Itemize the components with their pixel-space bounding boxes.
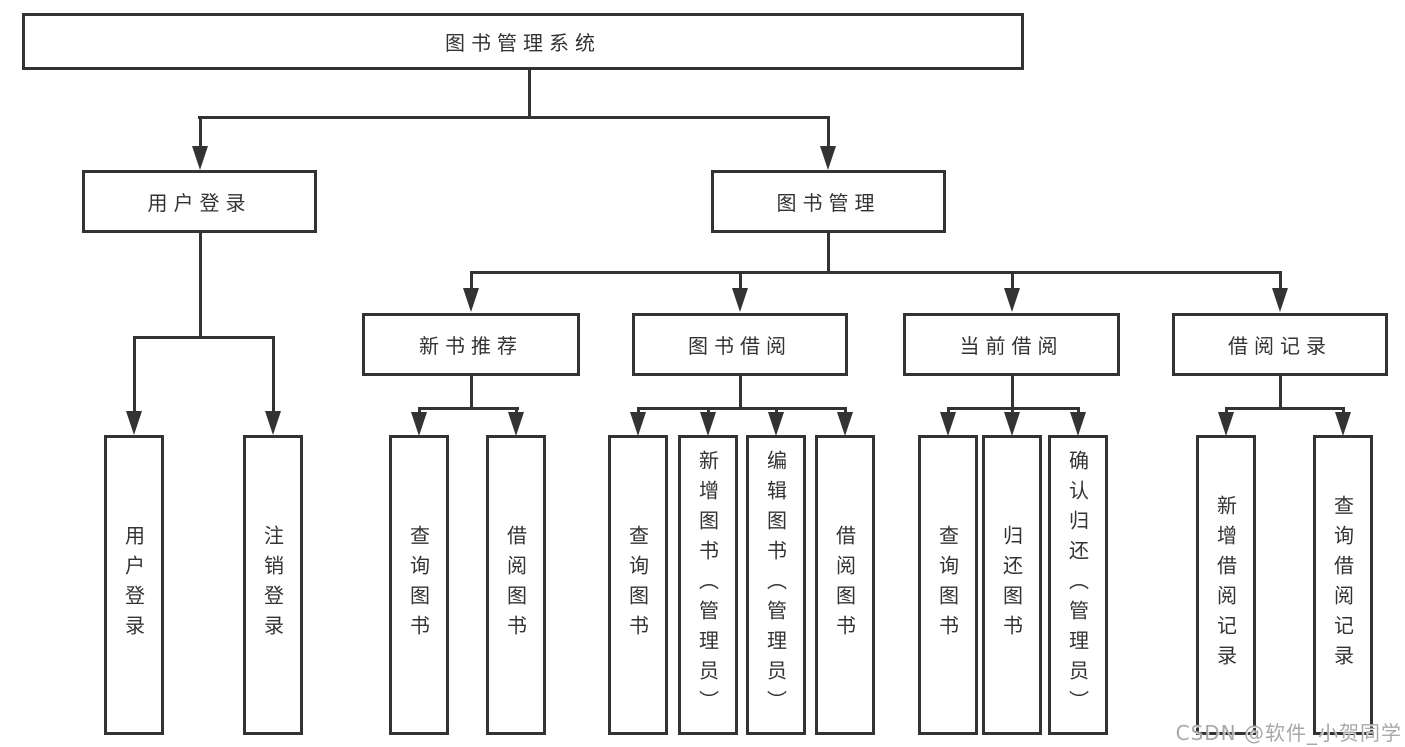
node-borrow-record-label: 借阅记录	[1228, 334, 1332, 358]
arrowhead-user-login-icon	[192, 146, 208, 170]
node-book-management: 图书管理	[711, 170, 946, 233]
connector-arrow-leaf	[515, 407, 518, 415]
connector-arrow-leaf	[947, 407, 950, 415]
leaf-borrow-book-recommend: 借阅图书	[486, 435, 546, 735]
leaf-label: 新增图书（管理员）	[695, 450, 720, 720]
node-borrow-record: 借阅记录	[1172, 313, 1388, 376]
connector-arrow-leaf-logout	[272, 336, 275, 414]
connector-arrow-book-borrow	[739, 271, 742, 291]
node-current-borrow: 当前借阅	[903, 313, 1120, 376]
connector-arrow-leaf	[1225, 407, 1228, 415]
arrowhead-book-borrow-icon	[732, 288, 748, 312]
leaf-add-book-admin: 新增图书（管理员）	[678, 435, 738, 735]
leaf-logout: 注销登录	[243, 435, 303, 735]
connector-arrow-leaf	[418, 407, 421, 415]
node-new-book-recommend-label: 新书推荐	[419, 334, 523, 358]
connector-arrow-new-book	[470, 271, 473, 291]
arrowhead-leaf-icon	[630, 412, 646, 436]
connector-level2-horizontal	[470, 271, 1282, 274]
connector-arrow-leaf	[707, 407, 710, 415]
connector-arrow-leaf	[637, 407, 640, 415]
node-book-borrow-label: 图书借阅	[688, 334, 792, 358]
connector-root-stub	[528, 70, 531, 117]
arrowhead-leaf-logout-icon	[265, 411, 281, 435]
leaf-label: 查询图书	[625, 525, 650, 645]
connector-arrow-book-management	[827, 116, 830, 148]
arrowhead-current-borrow-icon	[1004, 288, 1020, 312]
arrowhead-leaf-login-icon	[126, 411, 142, 435]
leaf-edit-book-admin: 编辑图书（管理员）	[746, 435, 806, 735]
leaf-add-borrow-record: 新增借阅记录	[1196, 435, 1256, 735]
arrowhead-leaf-icon	[1070, 412, 1086, 436]
node-user-login-label: 用户登录	[147, 191, 252, 215]
arrowhead-leaf-icon	[411, 412, 427, 436]
connector-arrow-leaf	[1077, 407, 1080, 415]
watermark: CSDN @软件_小贺同学	[1175, 721, 1402, 745]
connector-book-borrow-horizontal	[637, 407, 847, 410]
arrowhead-leaf-icon	[940, 412, 956, 436]
leaf-query-book-current: 查询图书	[918, 435, 978, 735]
arrowhead-borrow-record-icon	[1272, 288, 1288, 312]
connector-arrow-leaf	[1011, 407, 1014, 415]
connector-arrow-leaf	[844, 407, 847, 415]
arrowhead-leaf-icon	[1004, 412, 1020, 436]
leaf-label: 用户登录	[121, 525, 146, 645]
node-book-management-label: 图书管理	[776, 191, 881, 215]
connector-arrow-leaf-login	[133, 336, 136, 414]
arrowhead-leaf-icon	[700, 412, 716, 436]
connector-arrow-borrow-record	[1279, 271, 1282, 291]
node-new-book-recommend: 新书推荐	[362, 313, 580, 376]
connector-arrow-current-borrow	[1011, 271, 1014, 291]
connector-book-management-stub	[827, 233, 830, 274]
connector-user-login-horizontal	[133, 336, 275, 339]
connector-level1-horizontal	[198, 116, 830, 119]
leaf-return-book: 归还图书	[982, 435, 1042, 735]
node-user-login: 用户登录	[82, 170, 317, 233]
leaf-label: 借阅图书	[832, 525, 857, 645]
node-root-label: 图书管理系统	[445, 31, 601, 55]
leaf-label: 注销登录	[260, 525, 285, 645]
leaf-borrow-book: 借阅图书	[815, 435, 875, 735]
connector-borrow-record-stub	[1279, 376, 1282, 409]
connector-book-borrow-stub	[739, 376, 742, 409]
arrowhead-leaf-icon	[1335, 412, 1351, 436]
arrowhead-leaf-icon	[768, 412, 784, 436]
arrowhead-new-book-icon	[463, 288, 479, 312]
leaf-label: 归还图书	[999, 525, 1024, 645]
arrowhead-leaf-icon	[837, 412, 853, 436]
node-book-borrow: 图书借阅	[632, 313, 848, 376]
connector-arrow-user-login	[199, 116, 202, 148]
arrowhead-leaf-icon	[508, 412, 524, 436]
node-current-borrow-label: 当前借阅	[959, 334, 1064, 358]
leaf-label: 新增借阅记录	[1213, 495, 1238, 675]
connector-borrow-record-horizontal	[1225, 407, 1345, 410]
connector-new-book-stub	[470, 376, 473, 409]
leaf-query-borrow-record: 查询借阅记录	[1313, 435, 1373, 735]
leaf-query-book-borrow: 查询图书	[608, 435, 668, 735]
arrowhead-book-management-icon	[820, 146, 836, 170]
connector-arrow-leaf	[775, 407, 778, 415]
leaf-label: 借阅图书	[503, 525, 528, 645]
leaf-confirm-return-admin: 确认归还（管理员）	[1048, 435, 1108, 735]
connector-arrow-leaf	[1342, 407, 1345, 415]
leaf-query-book-recommend: 查询图书	[389, 435, 449, 735]
leaf-label: 确认归还（管理员）	[1065, 450, 1090, 720]
leaf-label: 编辑图书（管理员）	[763, 450, 788, 720]
leaf-label: 查询图书	[406, 525, 431, 645]
connector-current-borrow-stub	[1011, 376, 1014, 409]
leaf-label: 查询借阅记录	[1330, 495, 1355, 675]
leaf-label: 查询图书	[935, 525, 960, 645]
arrowhead-leaf-icon	[1218, 412, 1234, 436]
node-root: 图书管理系统	[22, 13, 1024, 70]
leaf-user-login: 用户登录	[104, 435, 164, 735]
connector-new-book-horizontal	[418, 407, 519, 410]
connector-user-login-stub	[199, 233, 202, 339]
